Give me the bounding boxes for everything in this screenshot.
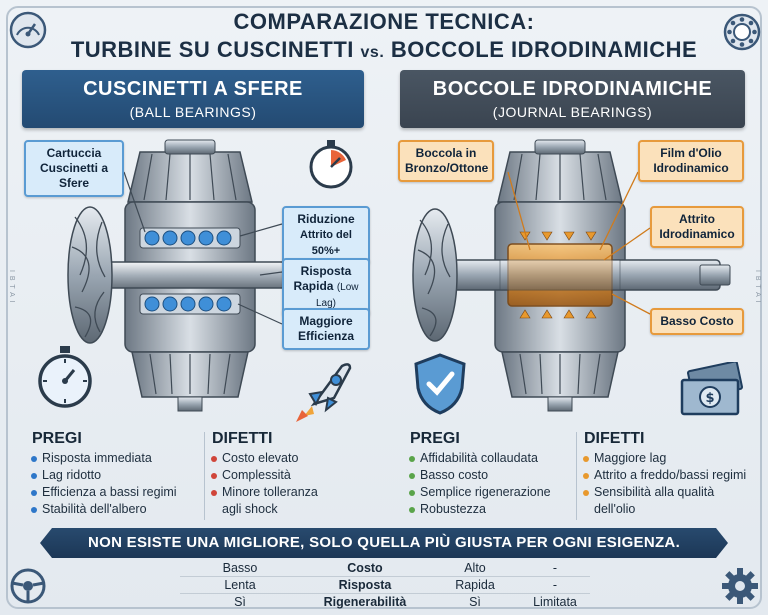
right-pros-list: Affidabilità collaudata Basso costo Semp… xyxy=(408,450,578,518)
rocket-icon xyxy=(296,363,352,422)
list-item: Complessità xyxy=(210,467,370,484)
table-cell: Rigenerabilità xyxy=(323,595,407,609)
money-icon: $ xyxy=(680,362,743,416)
stopwatch-large-icon xyxy=(38,346,92,408)
table-cell: Sì xyxy=(469,595,481,609)
bearing-icon xyxy=(723,13,761,51)
table-cell: Limitata xyxy=(533,595,577,609)
callout-oil-film: Film d'Olio Idrodinamico xyxy=(638,140,744,182)
list-item: Basso costo xyxy=(408,467,578,484)
list-item: Maggiore lag xyxy=(582,450,754,467)
table-cell: - xyxy=(552,578,558,592)
table-row: Sì Rigenerabilità Sì Limitata xyxy=(180,594,590,611)
divider xyxy=(204,432,205,520)
table-cell: Lenta xyxy=(224,578,256,592)
ball-bearing-header: CUSCINETTI A SFERE (BALL BEARINGS) xyxy=(22,70,364,128)
side-mark-right: I B T A I xyxy=(754,270,761,304)
table-cell: Sì xyxy=(234,595,246,609)
callout-hydrodynamic-friction: Attrito Idrodinamico xyxy=(650,206,744,248)
table-cell: Risposta xyxy=(338,578,392,592)
list-item: Minore tolleranza xyxy=(210,484,370,501)
svg-text:$: $ xyxy=(705,391,714,406)
right-pros-title: PREGI xyxy=(410,430,460,447)
table-cell: - xyxy=(552,561,558,575)
table-cell: Rapida xyxy=(455,578,495,592)
list-item: agli shock xyxy=(222,502,278,516)
callout-bushing: Boccola in Bronzo/Ottone xyxy=(398,140,494,182)
right-cons-list: Maggiore lag Attrito a freddo/bassi regi… xyxy=(582,450,754,518)
left-pros-list: Risposta immediata Lag ridotto Efficienz… xyxy=(30,450,210,518)
table-cell: Costo xyxy=(347,561,383,575)
conclusion-banner: NON ESISTE UNA MIGLIORE, SOLO QUELLA PIÙ… xyxy=(40,528,728,558)
list-item: Attrito a freddo/bassi regimi xyxy=(582,467,754,484)
list-item: Stabilità dell'albero xyxy=(30,501,210,518)
list-item: dell'olio xyxy=(594,502,636,516)
table-row: Lenta Risposta Rapida - xyxy=(180,577,590,594)
list-item: Affidabilità collaudata xyxy=(408,450,578,467)
list-item: Efficienza a bassi regimi xyxy=(30,484,210,501)
gear-icon xyxy=(722,568,758,604)
divider xyxy=(576,432,577,520)
list-item: Robustezza xyxy=(408,501,578,518)
ball-bearing-turbo-diagram xyxy=(67,139,341,412)
gauge-icon xyxy=(9,11,47,49)
list-item: Risposta immediata xyxy=(30,450,210,467)
left-pros-title: PREGI xyxy=(32,430,82,447)
list-item: Costo elevato xyxy=(210,450,370,467)
comparison-table: Basso Costo Alto - Lenta Risposta Rapida… xyxy=(180,560,590,611)
journal-bearing-header: BOCCOLE IDRODINAMICHE (JOURNAL BEARINGS) xyxy=(400,70,745,128)
left-cons-list: Costo elevato Complessità Minore tollera… xyxy=(210,450,370,518)
table-cell: Alto xyxy=(464,561,486,575)
table-cell: Basso xyxy=(222,561,258,575)
shield-check-icon xyxy=(414,353,466,415)
list-item: Sensibilità alla qualità xyxy=(582,484,754,501)
list-item: Lag ridotto xyxy=(30,467,210,484)
list-item: Semplice rigenerazione xyxy=(408,484,578,501)
side-mark-left: I B T A I xyxy=(8,270,15,304)
journal-bearing-turbo-diagram xyxy=(412,139,731,412)
left-cons-title: DIFETTI xyxy=(212,430,273,447)
callout-cartridge: Cartuccia Cuscinetti a Sfere xyxy=(24,140,124,197)
stopwatch-icon xyxy=(309,140,353,189)
callout-low-cost: Basso Costo xyxy=(650,308,744,335)
right-cons-title: DIFETTI xyxy=(584,430,645,447)
steering-wheel-icon xyxy=(10,568,46,604)
page-title: COMPARAZIONE TECNICA: TURBINE SU CUSCINE… xyxy=(70,9,698,62)
table-row: Basso Costo Alto - xyxy=(180,560,590,577)
callout-fast-response: Risposta Rapida (Low Lag) xyxy=(282,258,370,317)
callout-efficiency: Maggiore Efficienza xyxy=(282,308,370,350)
